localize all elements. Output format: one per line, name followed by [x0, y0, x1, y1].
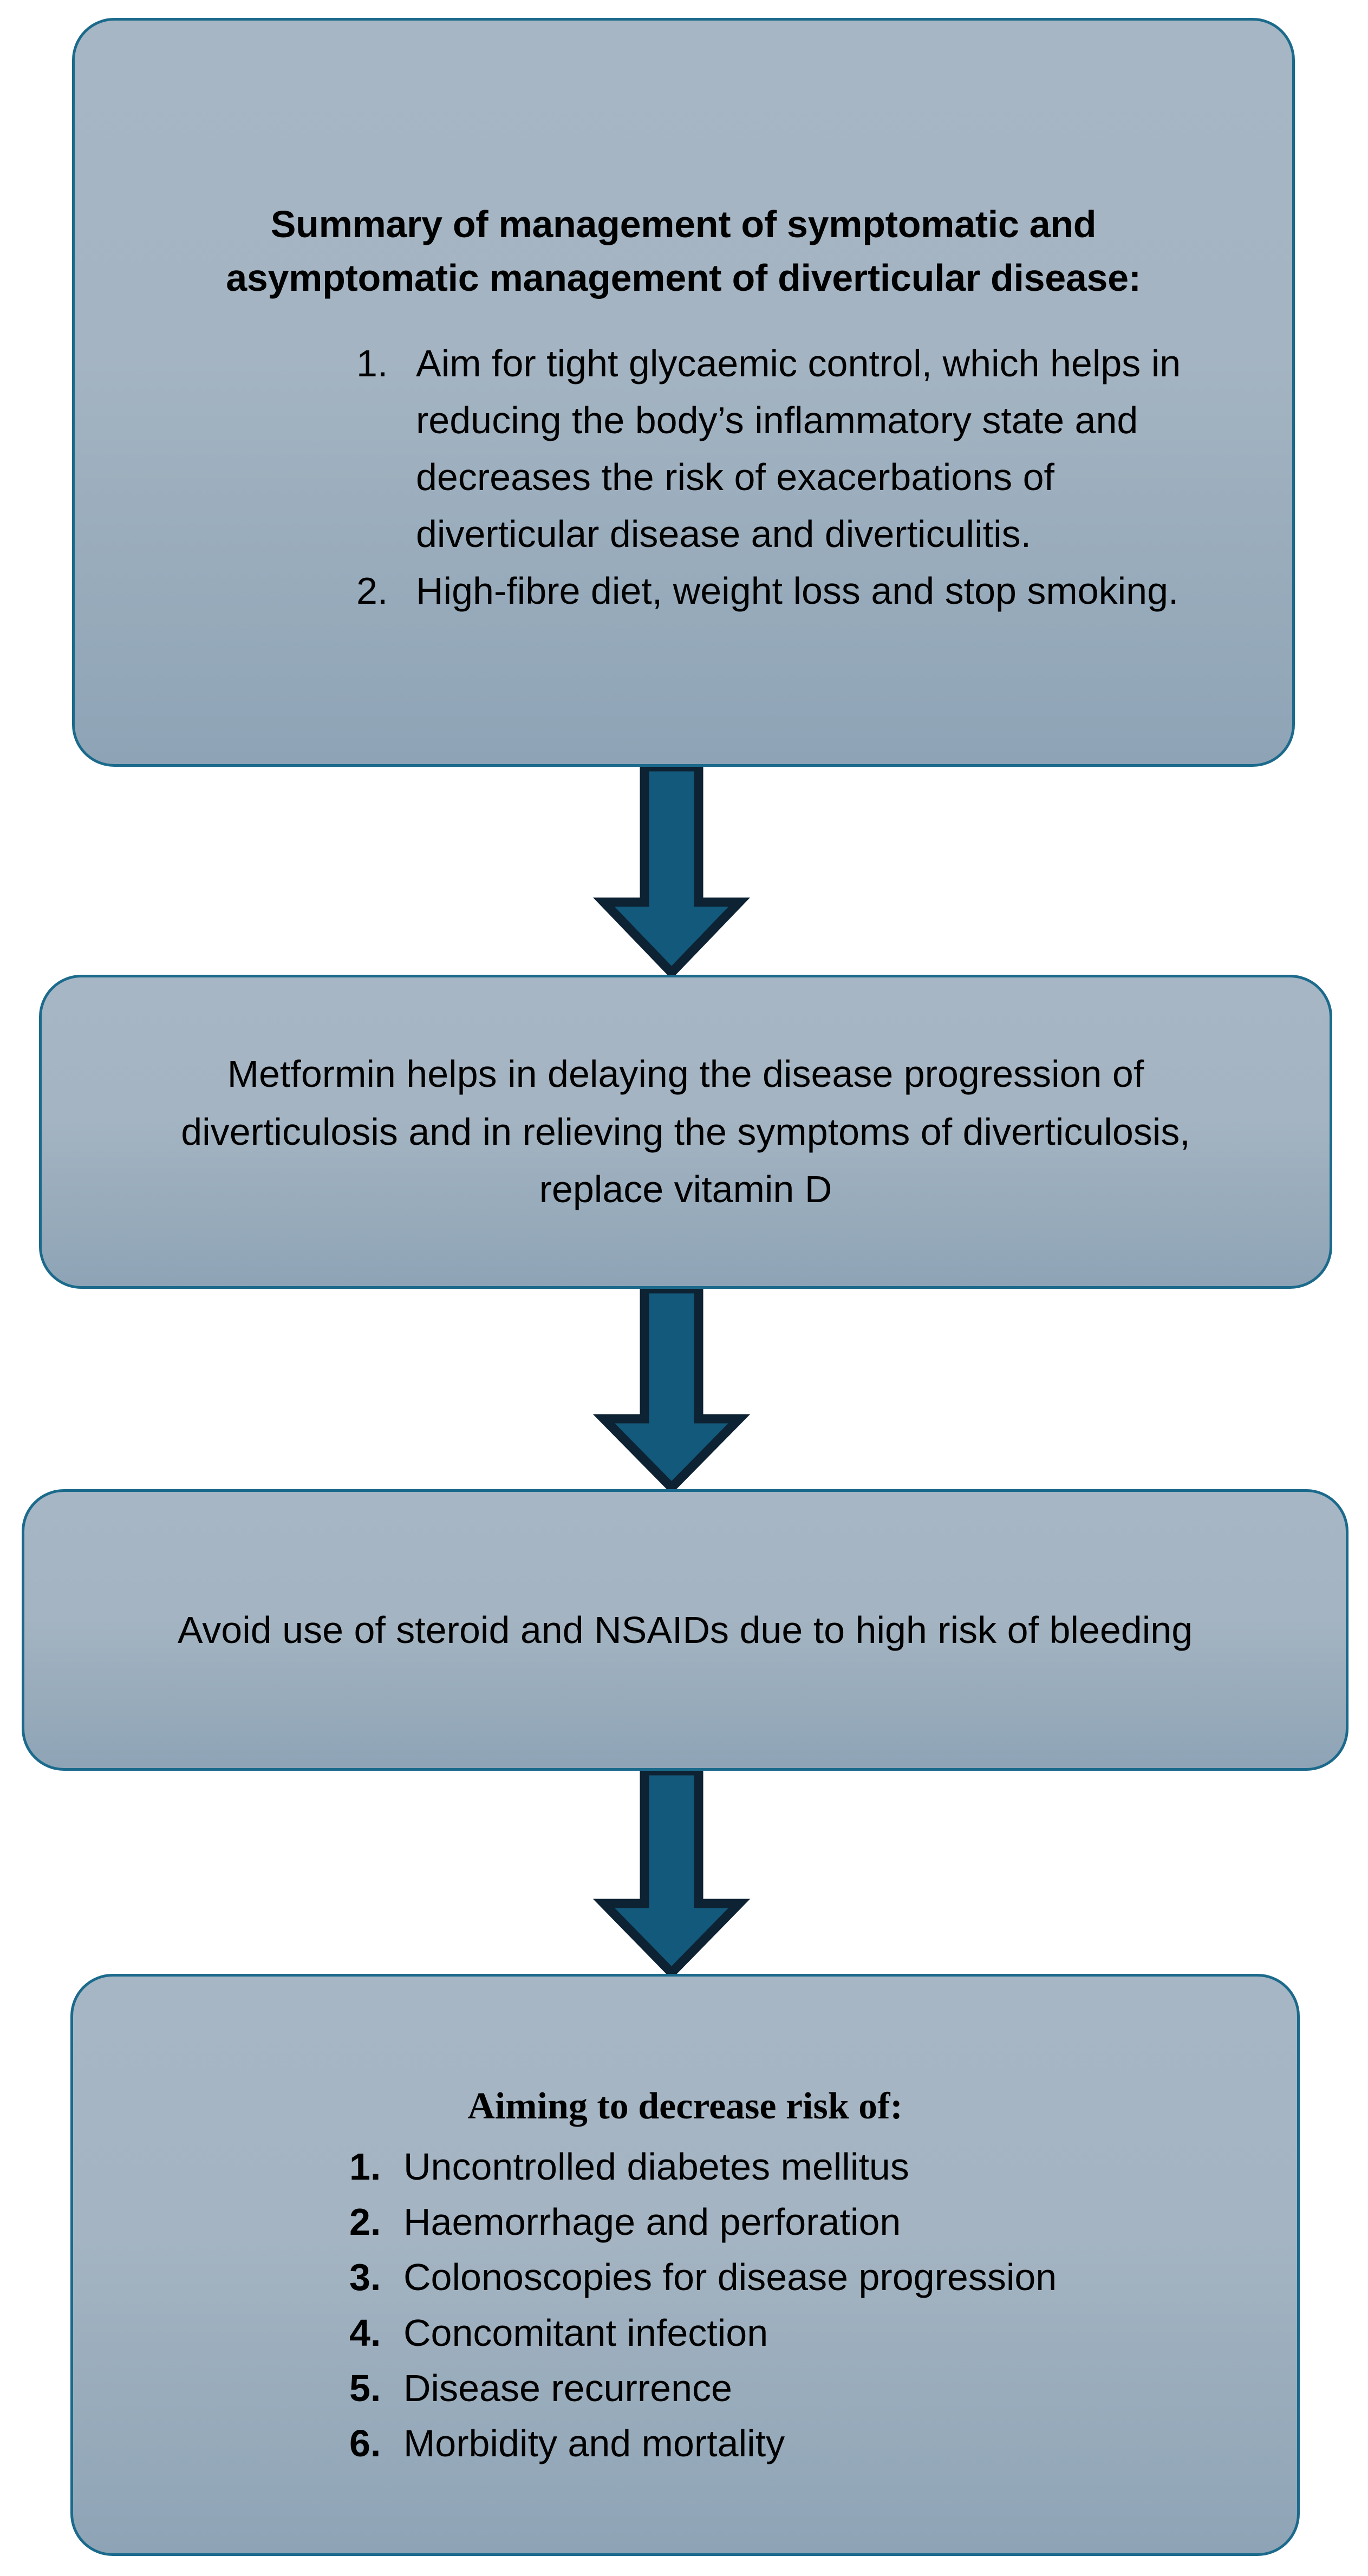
down-arrow-icon — [588, 762, 755, 980]
list-item-text: High-fibre diet, weight loss and stop sm… — [416, 570, 1179, 612]
list-item-text: Aim for tight glycaemic control, which h… — [416, 342, 1181, 556]
list-item: 1. Uncontrolled diabetes mellitus — [73, 2139, 1297, 2194]
down-arrow-icon — [588, 1284, 755, 1495]
node-1-title: Summary of management of symptomatic and… — [226, 203, 1141, 299]
flow-node-risk-reduction: Aiming to decrease risk of: 1. Uncontrol… — [70, 1974, 1300, 2556]
list-item-number: 6. — [349, 2422, 381, 2464]
flow-node-avoid-steroids: Avoid use of steroid and NSAIDs due to h… — [22, 1489, 1349, 1771]
list-item-number: 3. — [349, 2256, 381, 2299]
list-item: 6. Morbidity and mortality — [73, 2416, 1297, 2471]
list-item-number: 2. — [349, 2201, 381, 2244]
node-3-body: Avoid use of steroid and NSAIDs due to h… — [177, 1608, 1193, 1651]
list-item: 3. Colonoscopies for disease progression — [73, 2249, 1297, 2305]
node-4-heading: Aiming to decrease risk of: — [467, 2085, 903, 2127]
node-1-list: 1. Aim for tight glycaemic control, whic… — [75, 335, 1292, 619]
list-item-number: 4. — [349, 2311, 381, 2354]
node-4-list: 1. Uncontrolled diabetes mellitus 2. Hae… — [73, 2139, 1297, 2471]
list-item-text: Concomitant infection — [403, 2311, 768, 2354]
list-item: 1. Aim for tight glycaemic control, whic… — [75, 335, 1292, 563]
list-item-text: Haemorrhage and perforation — [403, 2201, 901, 2244]
list-item: 5. Disease recurrence — [73, 2360, 1297, 2416]
list-item: 4. Concomitant infection — [73, 2305, 1297, 2360]
flow-node-summary: Summary of management of symptomatic and… — [72, 18, 1295, 767]
list-item-number: 1. — [349, 2145, 381, 2188]
node-2-body: Metformin helps in delaying the disease … — [181, 1053, 1190, 1211]
list-item-text: Morbidity and mortality — [403, 2422, 785, 2464]
list-item-number: 2. — [356, 570, 388, 612]
list-item-text: Uncontrolled diabetes mellitus — [403, 2145, 909, 2188]
list-item-text: Colonoscopies for disease progression — [403, 2256, 1057, 2299]
list-item: 2. High-fibre diet, weight loss and stop… — [75, 563, 1292, 619]
down-arrow-icon — [588, 1766, 755, 1980]
list-item-number: 5. — [349, 2366, 381, 2409]
list-item-number: 1. — [356, 342, 388, 385]
flow-node-metformin: Metformin helps in delaying the disease … — [39, 975, 1332, 1289]
list-item-text: Disease recurrence — [403, 2366, 732, 2409]
list-item: 2. Haemorrhage and perforation — [73, 2194, 1297, 2249]
